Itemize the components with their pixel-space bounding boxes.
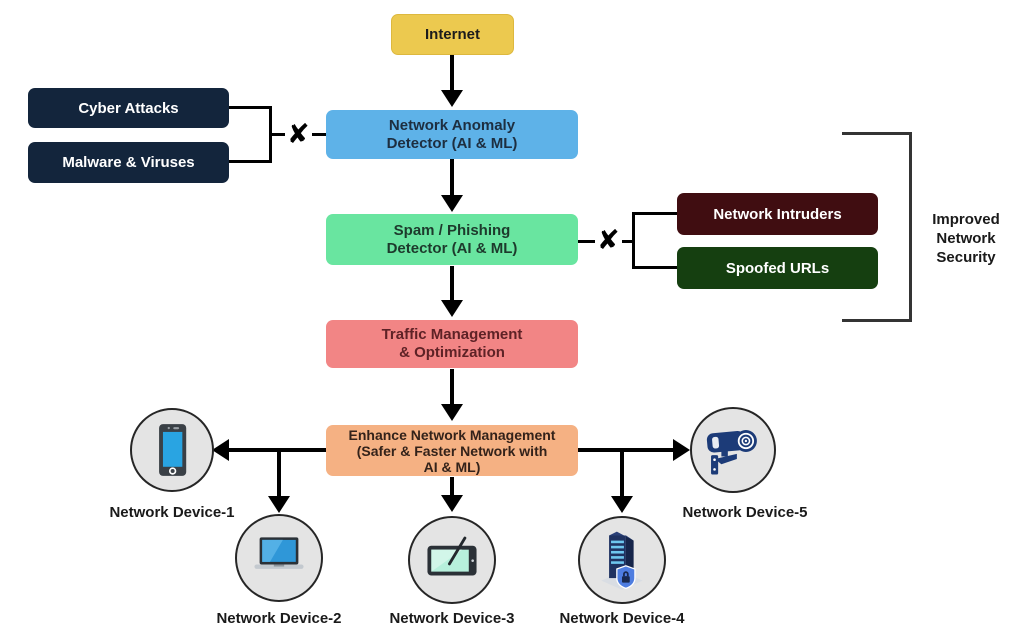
arrow-traffic-to-enhance <box>450 369 454 406</box>
blocked-mark-right: ✘ <box>595 225 622 255</box>
traffic-management-node: Traffic Management & Optimization <box>326 320 578 368</box>
arrowhead-down-5 <box>441 495 463 512</box>
bracket-bottom-arm <box>842 319 912 322</box>
cyber-attacks-node: Cyber Attacks <box>28 88 229 128</box>
branch-right-horizontal <box>578 448 673 452</box>
device1-circle <box>130 408 214 492</box>
cyber-attacks-label: Cyber Attacks <box>78 99 179 117</box>
device4-label: Network Device-4 <box>559 610 685 627</box>
arrowhead-left-device1 <box>212 439 229 461</box>
internet-label: Internet <box>424 26 480 43</box>
device2-circle <box>235 514 323 602</box>
enhance-network-management-node: Enhance Network Management (Safer & Fast… <box>326 425 578 476</box>
smartphone-icon <box>159 424 187 476</box>
arrow-internet-to-anomaly <box>450 55 454 92</box>
arrow-enhance-to-device3 <box>450 477 454 497</box>
device5-label: Network Device-5 <box>682 504 808 521</box>
network-intruders-node: Network Intruders <box>677 193 878 235</box>
device4-circle <box>578 516 666 604</box>
arrow-anomaly-to-spam <box>450 159 454 197</box>
branch-down-device4 <box>620 448 624 496</box>
spam-phishing-detector-label: Spam / Phishing Detector (AI & ML) <box>386 221 518 257</box>
device3-label: Network Device-3 <box>389 610 515 627</box>
network-anomaly-detector-node: Network Anomaly Detector (AI & ML) <box>326 110 578 159</box>
arrowhead-down-device2 <box>268 496 290 513</box>
arrowhead-down-1 <box>441 90 463 107</box>
spoofed-urls-node: Spoofed URLs <box>677 247 878 289</box>
connector-intruders-line <box>632 212 677 215</box>
malware-viruses-node: Malware & Viruses <box>28 142 229 183</box>
device3-circle <box>408 516 496 604</box>
internet-node: Internet <box>391 14 514 55</box>
spam-phishing-detector-node: Spam / Phishing Detector (AI & ML) <box>326 214 578 265</box>
malware-viruses-label: Malware & Viruses <box>62 154 195 171</box>
device2-label: Network Device-2 <box>216 610 342 627</box>
laptop-icon <box>254 537 304 569</box>
arrowhead-down-2 <box>441 195 463 212</box>
device1-label: Network Device-1 <box>109 504 235 521</box>
cctv-camera-icon <box>706 429 757 475</box>
traffic-management-label: Traffic Management & Optimization <box>381 326 523 361</box>
connector-right-vertical <box>632 212 635 269</box>
blocked-mark-left: ✘ <box>285 119 312 149</box>
enhance-network-management-label: Enhance Network Management (Safer & Fast… <box>348 426 556 475</box>
arrowhead-down-3 <box>441 300 463 317</box>
arrowhead-right-device5 <box>673 439 690 461</box>
arrow-spam-to-traffic <box>450 266 454 302</box>
secure-server-icon <box>601 531 643 590</box>
network-intruders-label: Network Intruders <box>713 205 842 223</box>
tablet-icon <box>427 536 477 576</box>
connector-malware-line <box>229 160 272 163</box>
bracket-top-arm <box>842 132 912 135</box>
improved-network-security-label: Improved Network Security <box>932 211 1000 266</box>
arrowhead-down-device4 <box>611 496 633 513</box>
branch-down-device2 <box>277 448 281 496</box>
device5-circle <box>690 407 776 493</box>
network-anomaly-detector-label: Network Anomaly Detector (AI & ML) <box>386 116 518 152</box>
bracket-spine <box>909 132 912 322</box>
connector-cyber-line <box>229 106 272 109</box>
spoofed-urls-label: Spoofed URLs <box>725 259 830 277</box>
connector-spoofed-line <box>632 266 677 269</box>
arrowhead-down-4 <box>441 404 463 421</box>
